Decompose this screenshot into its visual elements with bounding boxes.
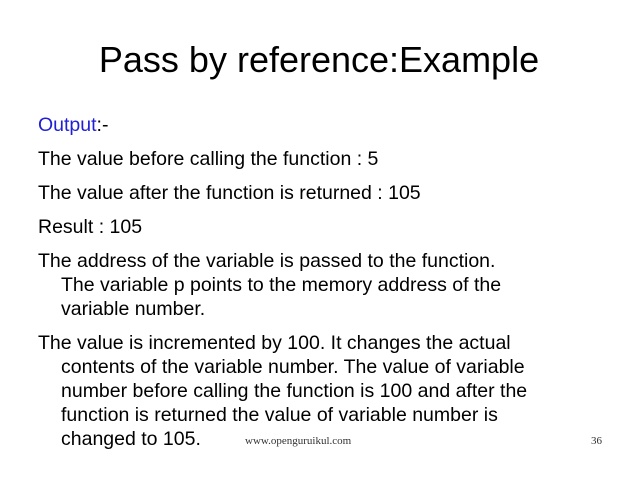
output-suffix: :- <box>96 114 109 136</box>
increment-paragraph: The value is incremented by 100. It chan… <box>38 331 618 451</box>
increment-line-1: The value is incremented by 100. It chan… <box>38 332 511 354</box>
output-heading: Output:- <box>38 113 618 137</box>
output-label: Output <box>38 114 97 136</box>
increment-line-5: changed to 105. <box>61 428 201 450</box>
address-paragraph: The address of the variable is passed to… <box>38 249 618 321</box>
slide-title: Pass by reference:Example <box>98 39 540 80</box>
increment-line-4: function is returned the value of variab… <box>61 404 498 426</box>
value-before-line: The value before calling the function : … <box>38 148 379 170</box>
slide-content: Output:- The value before calling the fu… <box>38 113 618 461</box>
increment-line-2: contents of the variable number. The val… <box>61 356 525 378</box>
increment-line-3: number before calling the function is 10… <box>61 380 528 402</box>
value-after-line: The value after the function is returned… <box>38 182 421 204</box>
address-line-3: variable number. <box>61 298 206 320</box>
footer-url: www.openguruikul.com <box>245 435 352 447</box>
address-line-1: The address of the variable is passed to… <box>38 250 496 272</box>
result-line: Result : 105 <box>38 216 143 238</box>
slide-number: 36 <box>591 435 602 447</box>
address-line-2: The variable p points to the memory addr… <box>61 274 502 296</box>
